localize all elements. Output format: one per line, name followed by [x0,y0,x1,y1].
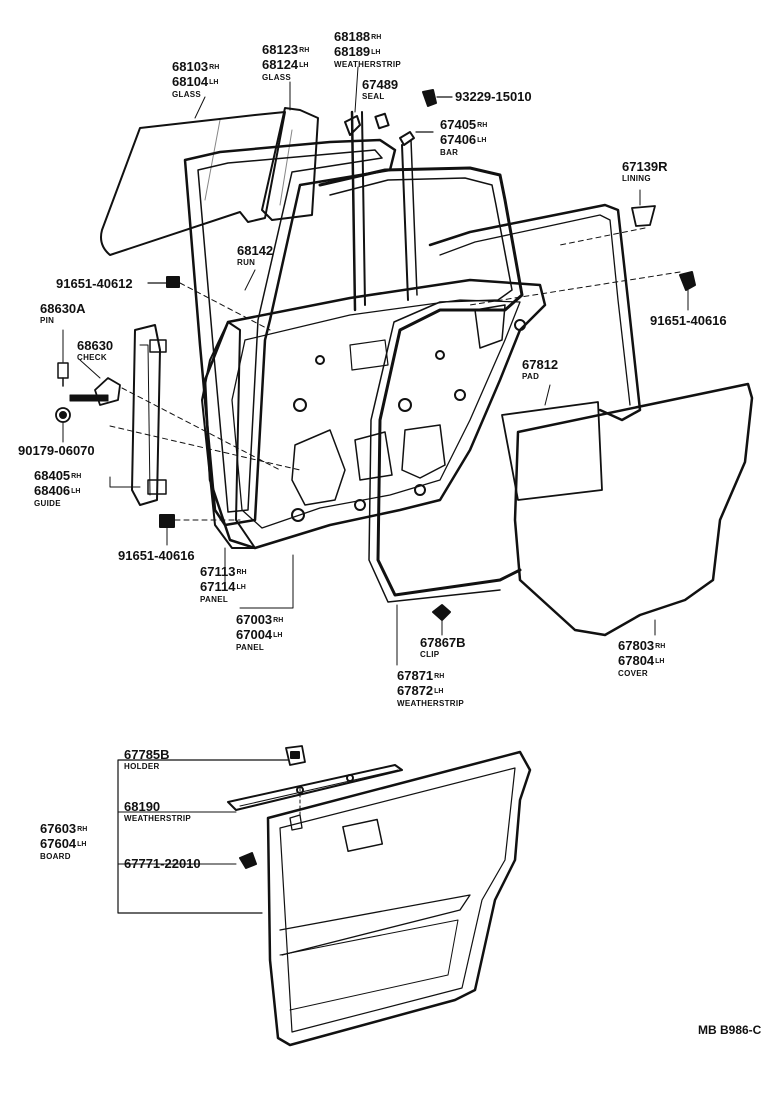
glass-rear-part [262,108,318,220]
label-guide: 68405RH 68406LH GUIDE [34,468,82,509]
lining-part [632,206,655,226]
label-glass-rear: 68123RH 68124LH GLASS [262,42,310,83]
label-check: 68630 CHECK [77,338,114,363]
belt-weatherstrip-part [228,765,402,810]
label-run: 68142 RUN [237,243,274,268]
label-bolt-40616-right: 91651-40616 [650,313,727,328]
glass-run-loop-part [430,205,640,420]
door-trim-board-part [268,752,530,1045]
door-frame-part [185,140,395,525]
label-clip-22010: 67771-22010 [124,856,201,871]
seal-part [375,114,388,129]
assembly-lines [110,228,680,520]
bolt-40616-right-part [680,272,695,310]
bar-part [400,132,433,300]
screw-93229-part [423,90,452,106]
glass-front-part [101,112,285,255]
label-panel-inner: 67113RH 67114LH PANEL [200,564,247,605]
label-clip: 67867B CLIP [420,635,466,660]
label-bolt-40612: 91651-40612 [56,276,133,291]
nut-part [56,408,70,442]
pad-part [502,402,602,500]
label-panel-door: 67003RH 67004LH PANEL [236,612,284,653]
label-nut-06070: 90179-06070 [18,443,95,458]
label-bar: 67405RH 67406LH BAR [440,117,488,158]
bolt-40616-left-part [160,515,174,545]
label-weatherstrip-door: 67871RH 67872LH WEATHERSTRIP [397,668,465,709]
holder-part [286,746,305,765]
pin-part [58,330,68,386]
weatherstrip-top-part [345,112,365,310]
label-weatherstrip-top: 68188RH 68189LH WEATHERSTRIP [334,29,402,70]
label-screw-93229: 93229-15010 [455,89,532,104]
door-check-part [70,378,120,405]
door-weatherstrip-part [320,168,522,602]
door-inner-panel-part [205,280,545,548]
label-seal: 67489 SEAL [362,77,399,102]
label-holder: 67785B HOLDER [124,747,170,772]
leader-lines [80,67,655,665]
outer-panel-part [202,322,255,548]
figure-reference: MB B986-C [698,1023,762,1037]
label-pad: 67812 PAD [522,357,559,382]
board-bracket [118,760,288,913]
board-clip-part [240,853,256,868]
door-guide-part [132,325,166,505]
label-cover: 67803RH 67804LH COVER [618,638,666,679]
label-lining: 67139R LINING [622,159,668,184]
cover-part [515,384,752,635]
door-clip-part [433,605,450,630]
bolt-40612-part [148,277,179,287]
label-weatherstrip-belt: 68190 WEATHERSTRIP [124,799,192,824]
label-pin: 68630A PIN [40,301,86,326]
label-board: 67603RH 67604LH BOARD [40,821,88,862]
label-bolt-40616-left: 91651-40616 [118,548,195,563]
label-glass-front: 68103RH 68104LH GLASS [172,59,220,100]
